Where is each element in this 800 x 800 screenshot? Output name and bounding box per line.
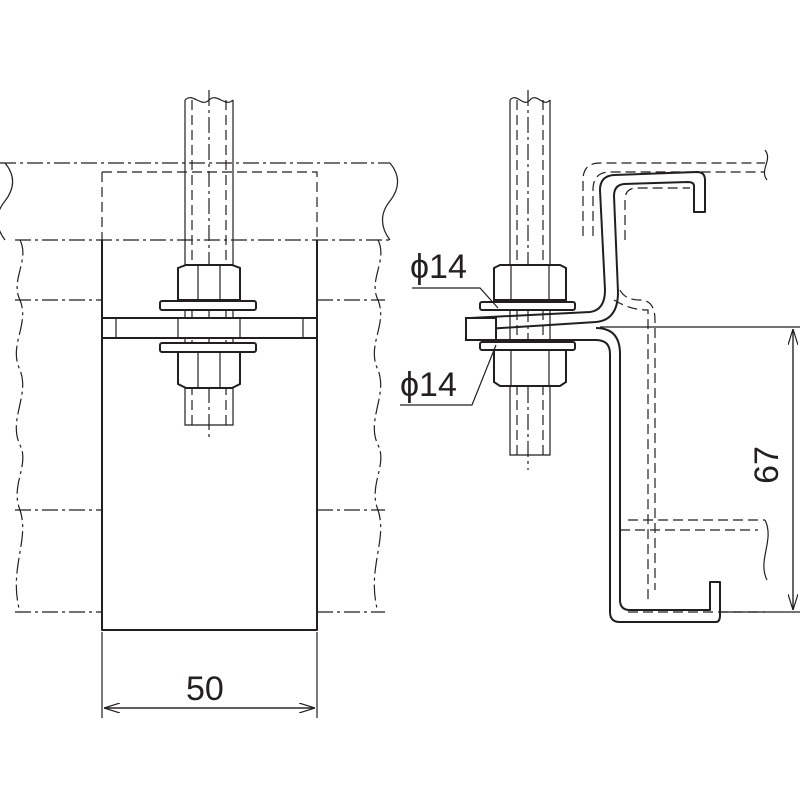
side-view bbox=[400, 90, 800, 623]
z-bracket bbox=[469, 171, 721, 623]
upper-washer bbox=[159, 300, 257, 311]
lower-leader bbox=[400, 344, 497, 406]
beam-phantom bbox=[0, 162, 399, 613]
height-dimension bbox=[600, 326, 800, 613]
height-dimension-label: 67 bbox=[747, 446, 786, 484]
lower-nut-side bbox=[493, 349, 567, 387]
bracket-plate bbox=[101, 240, 318, 631]
lower-washer-diameter-label: ϕ14 bbox=[400, 366, 457, 404]
width-dimension-label: 50 bbox=[186, 670, 224, 708]
front-view bbox=[0, 90, 399, 718]
width-dimension bbox=[101, 632, 318, 718]
clamp-tab bbox=[465, 317, 497, 341]
upper-washer-diameter-label: ϕ14 bbox=[410, 248, 467, 286]
upper-leader bbox=[412, 287, 499, 309]
upper-washer-side bbox=[479, 301, 576, 311]
lower-washer bbox=[159, 342, 257, 353]
channel-phantom bbox=[582, 162, 765, 236]
upper-nut bbox=[177, 264, 241, 301]
lower-nut bbox=[177, 351, 241, 389]
upper-nut-side bbox=[493, 264, 567, 301]
clamp-plate bbox=[101, 317, 318, 339]
